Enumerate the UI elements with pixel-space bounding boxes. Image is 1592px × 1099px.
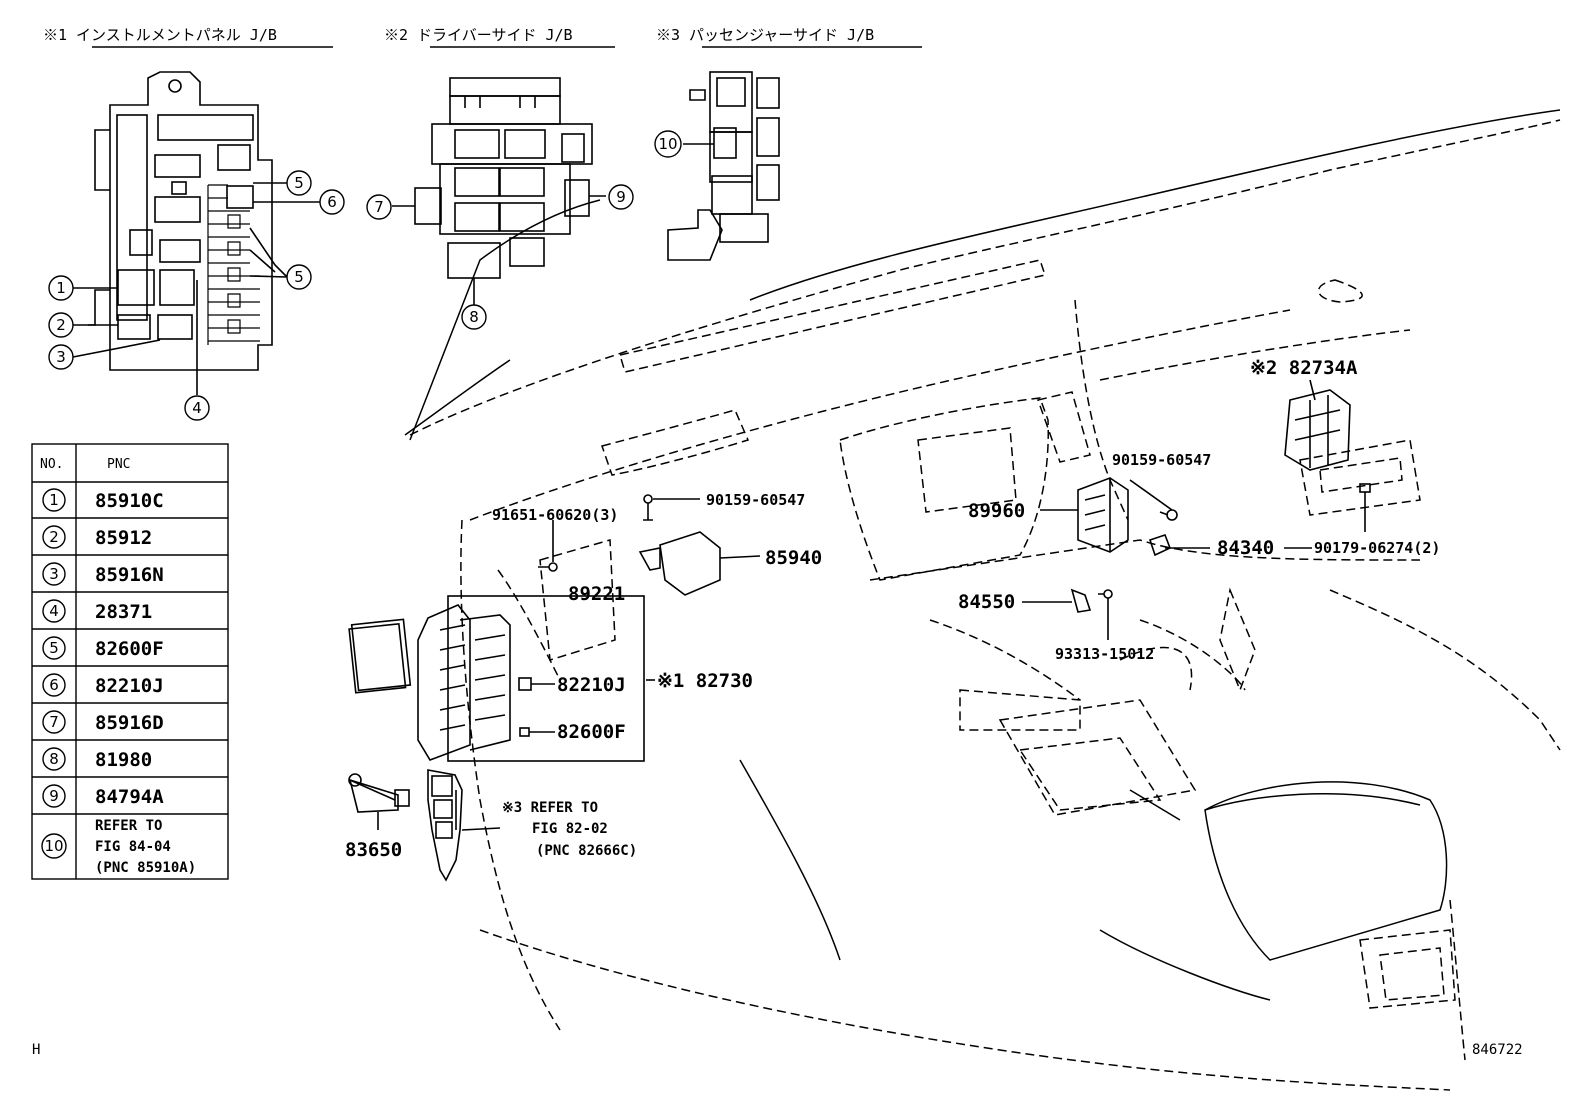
label-84550: 84550 xyxy=(958,591,1015,613)
callout-4: 4 xyxy=(192,399,202,417)
header-driver-side-jb: ※2 ドライバーサイド J/B xyxy=(384,26,573,44)
label-pnc-82666c: (PNC 82666C) xyxy=(536,843,637,859)
label-89960: 89960 xyxy=(968,500,1025,522)
table-row-no: 6 xyxy=(49,676,59,694)
label-90159-60547-right: 90159-60547 xyxy=(1112,451,1211,469)
part-82666c-housing xyxy=(427,769,501,882)
label-90159-60547-left: 90159-60547 xyxy=(706,491,805,509)
part-83650 xyxy=(348,773,410,830)
table-row-no: 3 xyxy=(49,565,59,583)
callout-2: 2 xyxy=(56,316,66,334)
part-82734a xyxy=(1284,379,1351,471)
callout-9: 9 xyxy=(616,188,626,206)
part-89960 xyxy=(1040,477,1129,553)
callout-5-lower: 5 xyxy=(294,268,304,286)
dashboard-outline xyxy=(409,119,1561,1091)
label-82734a: ※2 82734A xyxy=(1250,357,1358,379)
table-row-pnc: 85912 xyxy=(95,527,152,549)
label-93313-15012: 93313-15012 xyxy=(1055,645,1154,663)
callout-8: 8 xyxy=(469,308,479,326)
label-89221: 89221 xyxy=(568,583,625,605)
label-refer-to: ※3 REFER TO xyxy=(502,800,598,816)
table-row-ref-line1: REFER TO xyxy=(95,818,162,834)
table-row-pnc: 82210J xyxy=(95,675,164,697)
label-91651-60620: 91651-60620(3) xyxy=(492,506,618,524)
table-row-pnc: 82600F xyxy=(95,638,164,660)
pnc-table-grid xyxy=(31,443,229,880)
table-row-pnc: 84794A xyxy=(95,786,164,808)
table-row-pnc: 85916N xyxy=(95,564,164,586)
table-row-no: 5 xyxy=(49,639,59,657)
table-header-pnc: PNC xyxy=(107,457,130,472)
table-row-no: 2 xyxy=(49,528,59,546)
table-row-pnc: 81980 xyxy=(95,749,152,771)
callout-1: 1 xyxy=(56,279,66,297)
table-row-no: 9 xyxy=(49,787,59,805)
table-row-pnc: 85910C xyxy=(95,490,164,512)
label-83650: 83650 xyxy=(345,839,402,861)
label-fig-82-02: FIG 82-02 xyxy=(532,821,608,837)
label-82730: ※1 82730 xyxy=(657,670,753,692)
table-row-ref-line3: (PNC 85910A) xyxy=(95,860,196,876)
header-instrument-panel-jb: ※1 インストルメントパネル J/B xyxy=(43,26,277,44)
header-passenger-side-jb: ※3 パッセンジャーサイド J/B xyxy=(656,26,874,44)
callout-3: 3 xyxy=(56,348,66,366)
callout-5-upper: 5 xyxy=(294,174,304,192)
passenger-side-jb-drawing xyxy=(667,71,780,261)
label-82600f: 82600F xyxy=(557,721,626,743)
callout-6: 6 xyxy=(327,193,337,211)
table-row-no: 4 xyxy=(49,602,59,620)
label-90179-06274: 90179-06274(2) xyxy=(1314,539,1440,557)
label-82210j: 82210J xyxy=(557,674,626,696)
driver-side-jb-drawing xyxy=(414,77,593,279)
footer-left-code: H xyxy=(32,1042,40,1058)
table-row-pnc: 28371 xyxy=(95,601,152,623)
callout-10: 10 xyxy=(658,135,677,153)
callout-7: 7 xyxy=(374,198,384,216)
table-row-pnc: 85916D xyxy=(95,712,164,734)
table-row-no: 8 xyxy=(49,750,59,768)
footer-figure-number: 846722 xyxy=(1472,1042,1523,1058)
jb-assembly-82730 xyxy=(348,604,511,761)
table-header-no: NO. xyxy=(40,457,63,472)
label-85940: 85940 xyxy=(765,547,822,569)
table-row-no: 1 xyxy=(49,491,59,509)
table-row-no: 7 xyxy=(49,713,59,731)
instrument-panel-jb-drawing xyxy=(88,71,273,371)
table-row-no: 10 xyxy=(44,837,63,855)
table-row-ref-line2: FIG 84-04 xyxy=(95,839,171,855)
label-84340: 84340 xyxy=(1217,537,1274,559)
part-85940 xyxy=(638,531,761,596)
